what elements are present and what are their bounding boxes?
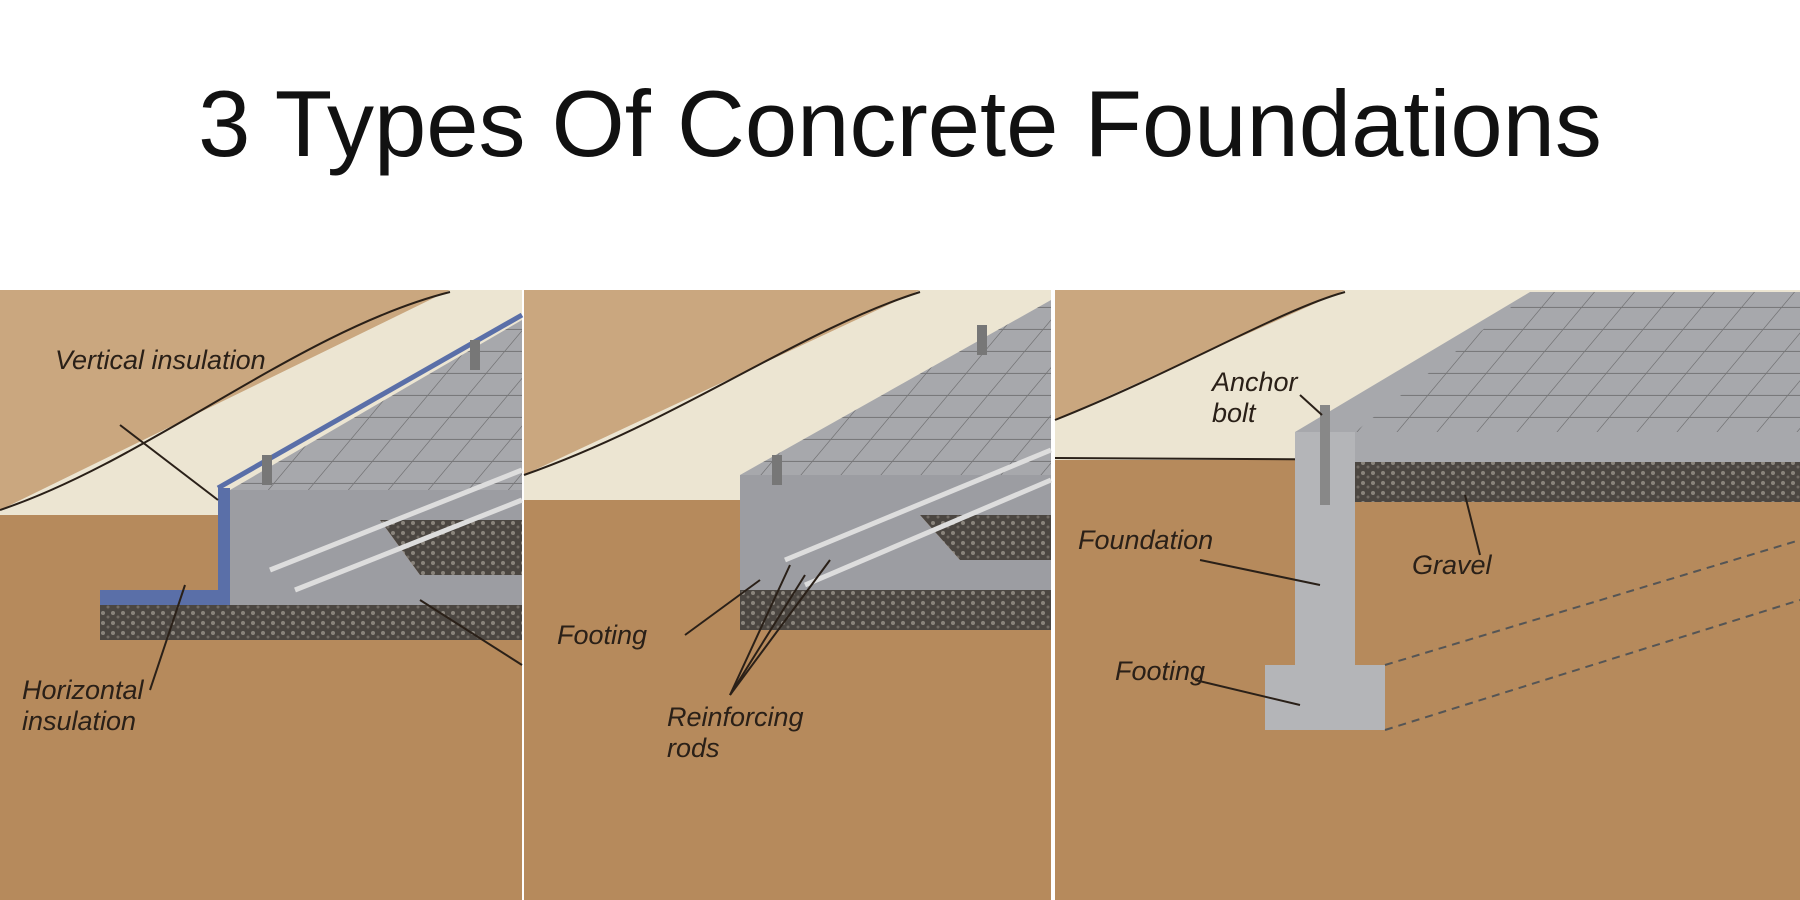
vertical-insulation xyxy=(218,488,230,605)
gravel-bed xyxy=(1355,462,1800,502)
horizontal-insulation xyxy=(100,590,222,605)
label-footing: Footing xyxy=(557,620,648,650)
slab-edge xyxy=(230,490,522,605)
panel-frost-protected-slab xyxy=(0,290,524,900)
page-title: 3 Types Of Concrete Foundations xyxy=(198,71,1602,176)
label-gravel: Gravel xyxy=(1412,550,1492,580)
label-foundation: Foundation xyxy=(1078,525,1214,555)
footing xyxy=(1265,665,1385,730)
panel-slab-on-grade xyxy=(523,290,1052,900)
gravel-bed xyxy=(100,520,522,640)
label-vertical-insulation: Vertical insulation xyxy=(55,345,266,375)
label-footing-t: Footing xyxy=(1115,656,1206,686)
footing xyxy=(740,475,1051,590)
label-reinforcing-rods: Reinforcing rods xyxy=(667,702,804,763)
anchor-bolt xyxy=(262,455,272,485)
label-horizontal-insulation: Horizontal insulation xyxy=(22,675,144,736)
anchor-bolt xyxy=(772,455,782,485)
label-anchor-bolt: Anchor bolt xyxy=(1212,367,1298,428)
anchor-bolt xyxy=(1320,405,1330,505)
panel-t-shaped-foundation xyxy=(1054,290,1800,900)
gravel-bed xyxy=(740,515,1051,630)
